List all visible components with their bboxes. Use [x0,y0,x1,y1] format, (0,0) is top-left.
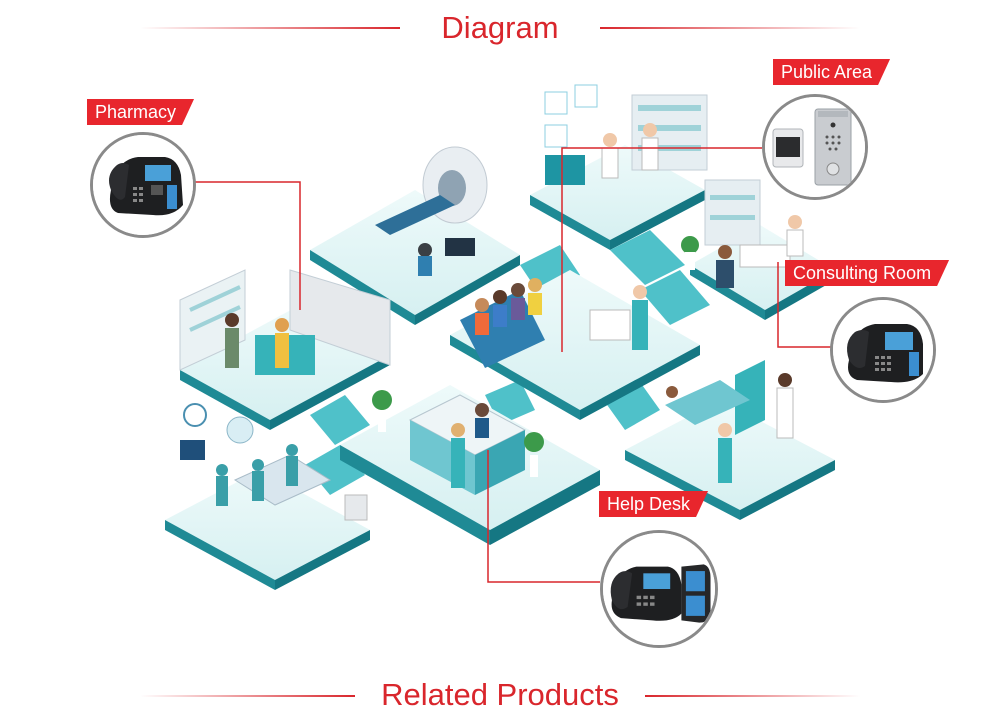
door-intercom-icon [765,97,865,197]
bottom-rule-right [645,695,860,697]
ward-room [625,360,835,520]
top-rule-left [140,27,400,29]
pharmacy-tag: Pharmacy [87,99,194,125]
lab-room [530,84,708,250]
consulting-room-tag: Consulting Room [785,260,949,286]
pharmacy-room [179,269,391,430]
ip-desk-phone-icon [93,135,193,235]
related-products-heading-text: Related Products [355,677,645,712]
pharmacy-device-circle[interactable] [90,132,196,238]
diagram-heading-text: Diagram [415,10,585,45]
top-rule-right [600,27,860,29]
diagram-heading: Diagram [0,8,1000,48]
related-products-heading: Related Products [0,674,1000,716]
ip-desk-phone-icon [833,300,933,400]
consulting-room-label: Consulting Room [793,263,932,283]
public-area-label: Public Area [781,62,873,82]
bottom-rule-left [140,695,355,697]
public-area-device-circle[interactable] [762,94,868,200]
help-desk-device-circle[interactable] [600,530,718,648]
help-desk-label: Help Desk [607,494,691,514]
help-desk-tag: Help Desk [599,491,708,517]
pharmacy-label: Pharmacy [95,102,177,122]
ip-desk-phone-expansion-icon [603,533,715,645]
public-area-tag: Public Area [773,59,890,85]
consulting-room-device-circle[interactable] [830,297,936,403]
operating-room [165,403,370,590]
